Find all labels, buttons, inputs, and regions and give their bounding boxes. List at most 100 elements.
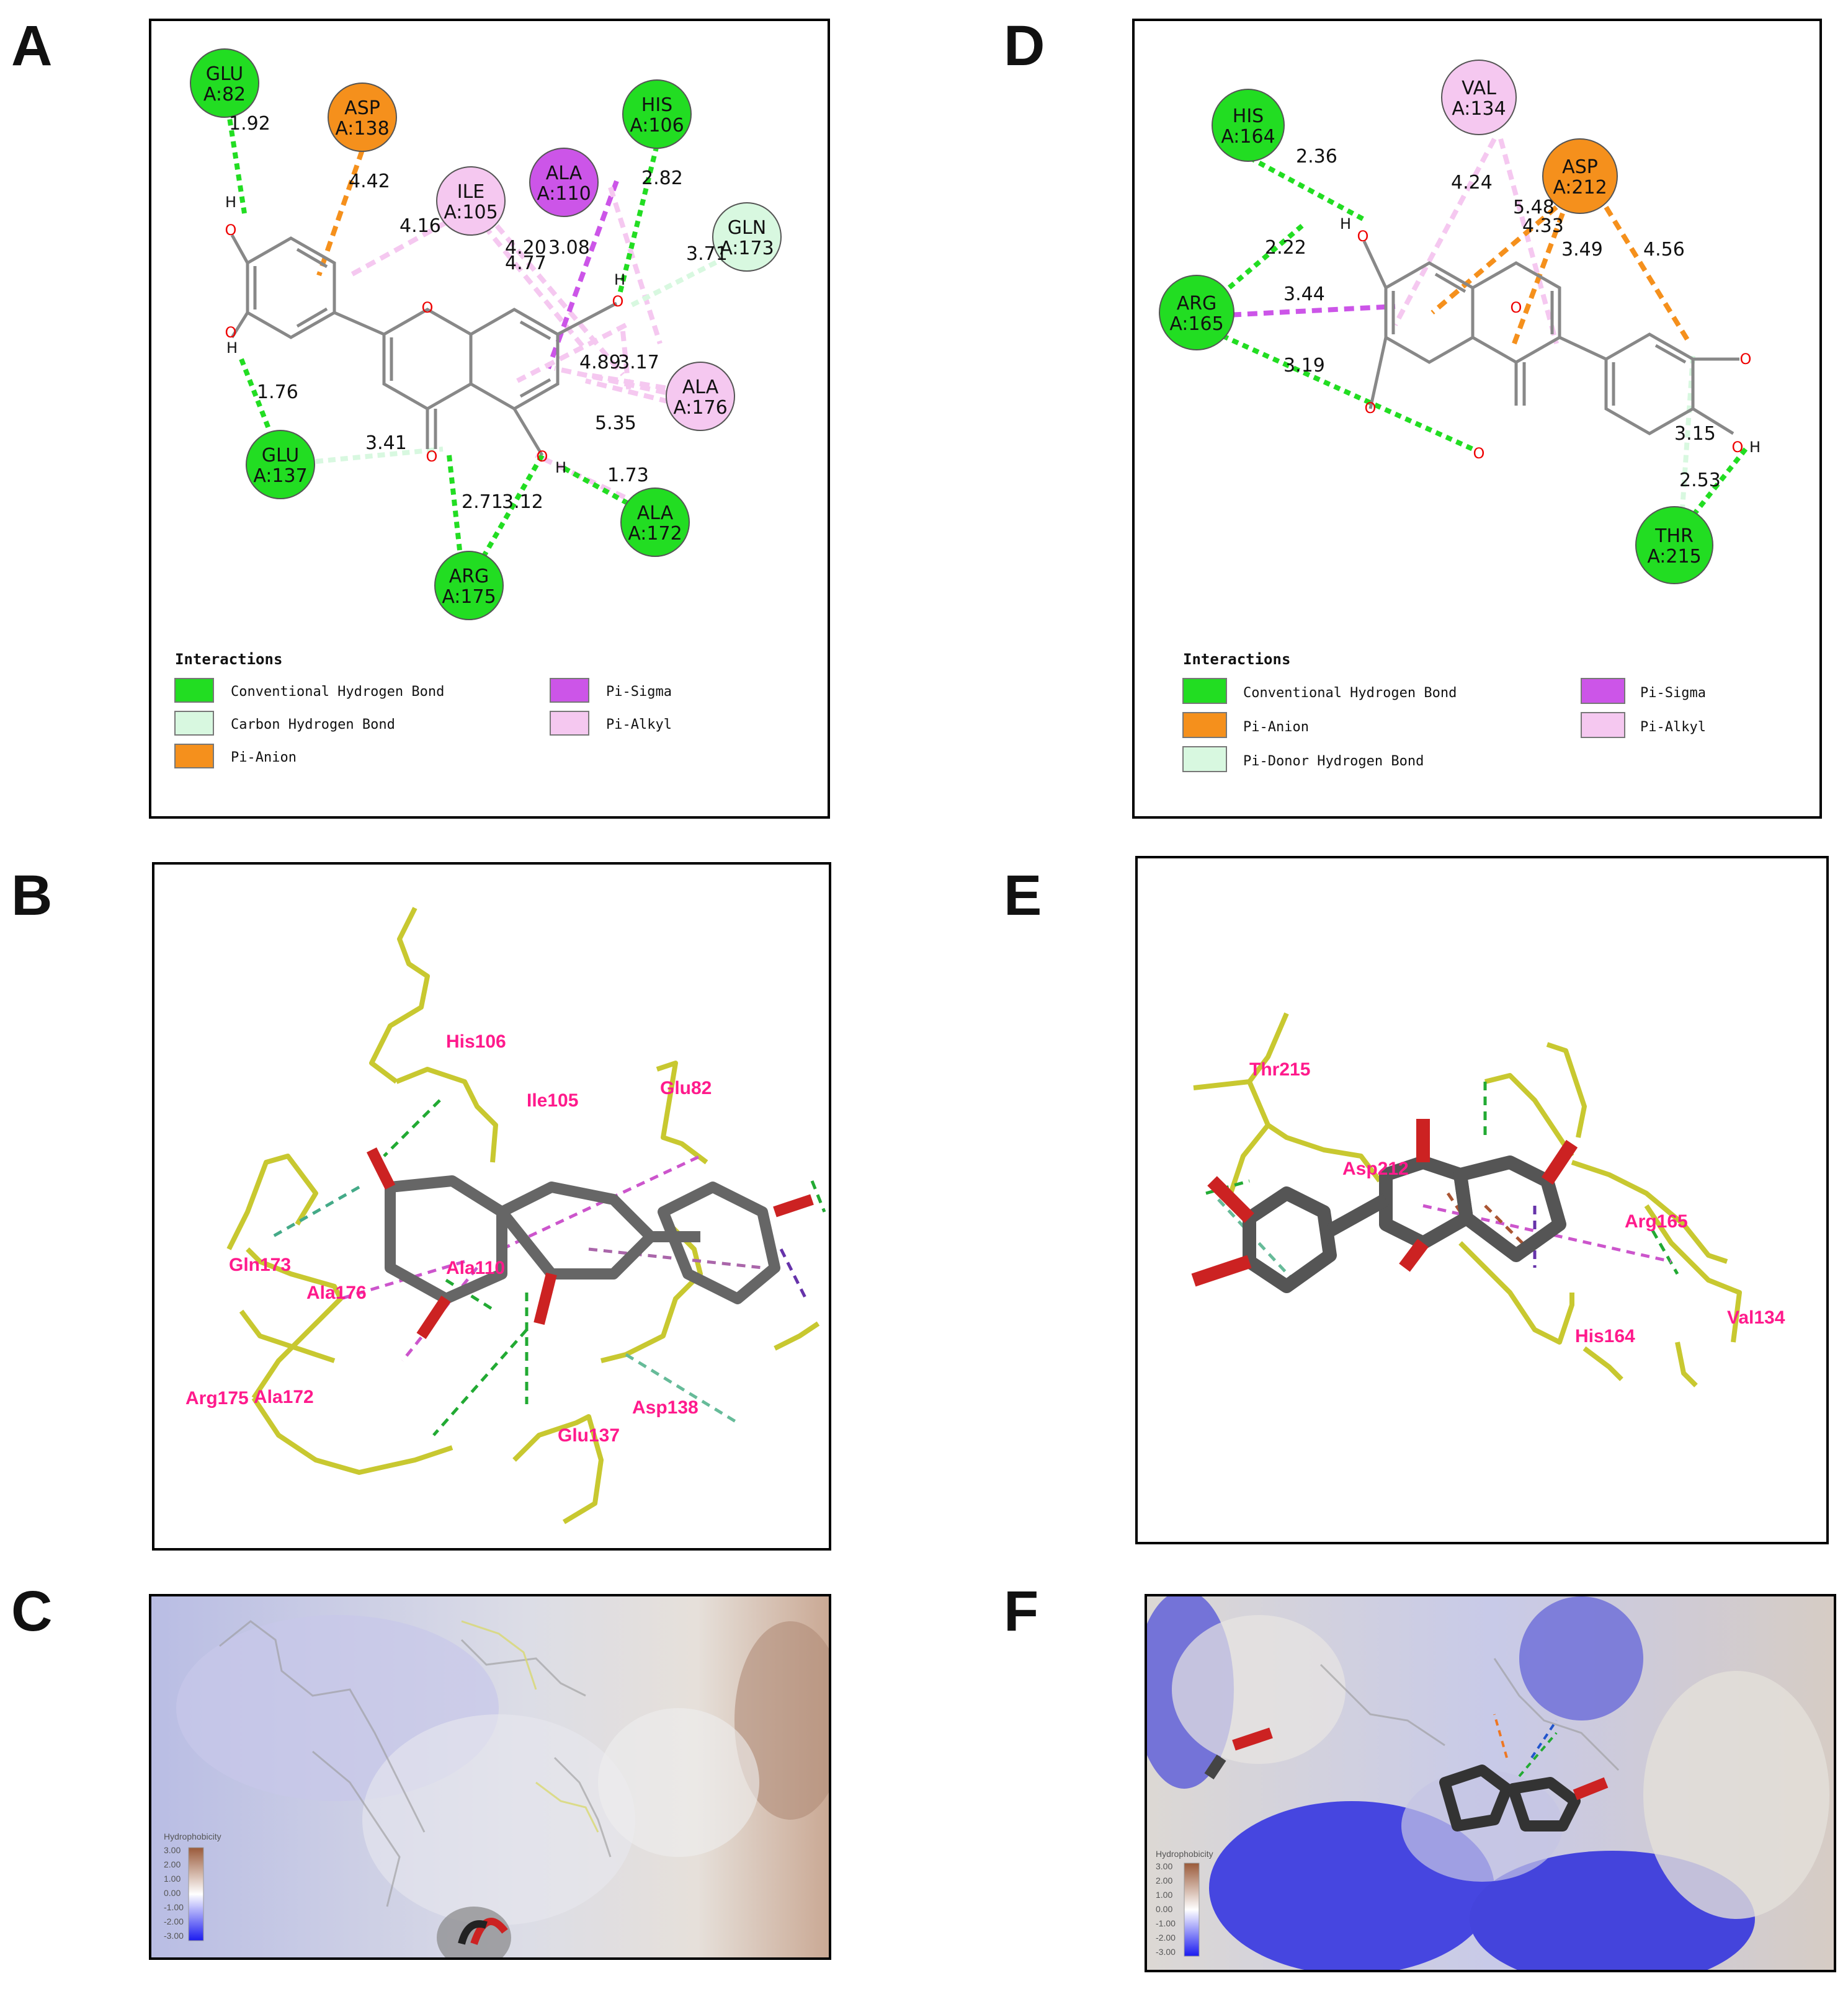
svg-text:ASP: ASP xyxy=(344,97,380,119)
protein-sticks xyxy=(1193,1012,1742,1387)
ligand-atoms: O H O H O O H O O H xyxy=(225,194,625,476)
faint-sticks xyxy=(1319,1658,1620,1771)
svg-text:A:106: A:106 xyxy=(630,115,684,136)
svg-text:Interactions: Interactions xyxy=(1183,651,1290,668)
ligand-sticks xyxy=(366,1147,814,1339)
panel-d-2d-interaction-diagram: O H O O O O O H HIS A:164 VAL A:134 ASP … xyxy=(1132,19,1822,819)
protein-sticks xyxy=(226,907,820,1524)
svg-text:Pi-Alkyl: Pi-Alkyl xyxy=(606,717,672,732)
svg-text:Conventional Hydrogen Bond: Conventional Hydrogen Bond xyxy=(1243,685,1457,701)
svg-text:A:137: A:137 xyxy=(253,465,307,487)
svg-text:O: O xyxy=(225,324,237,341)
svg-text:3.15: 3.15 xyxy=(1674,423,1716,445)
faint-sticks xyxy=(219,1620,612,1907)
svg-text:0.00: 0.00 xyxy=(164,1888,181,1898)
svg-text:Asp212: Asp212 xyxy=(1342,1159,1409,1179)
distance-labels: 2.36 4.24 5.48 4.33 2.22 3.49 4.56 3.44 … xyxy=(1265,146,1721,491)
svg-text:Arg165: Arg165 xyxy=(1625,1211,1688,1232)
svg-text:5.35: 5.35 xyxy=(595,412,636,434)
residue-asp212: ASP A:212 xyxy=(1542,138,1618,214)
residue-glu82: GLU A:82 xyxy=(190,48,259,118)
svg-text:-2.00: -2.00 xyxy=(1156,1933,1176,1943)
residue-ala172: ALA A:172 xyxy=(620,487,690,557)
svg-text:3.41: 3.41 xyxy=(365,432,407,454)
svg-text:1.00: 1.00 xyxy=(164,1874,181,1884)
svg-text:4.20: 4.20 xyxy=(505,237,547,259)
svg-text:3.17: 3.17 xyxy=(618,352,659,373)
svg-text:HIS: HIS xyxy=(1233,105,1264,127)
svg-text:Pi-Sigma: Pi-Sigma xyxy=(606,684,672,700)
svg-text:4.16: 4.16 xyxy=(400,215,441,237)
svg-text:A:176: A:176 xyxy=(673,397,727,419)
svg-text:O: O xyxy=(1357,228,1369,245)
ligand-sticks xyxy=(1191,1119,1578,1293)
svg-text:His164: His164 xyxy=(1575,1326,1635,1346)
residue-val134: VAL A:134 xyxy=(1441,60,1517,135)
svg-text:5.48: 5.48 xyxy=(1513,197,1555,218)
svg-text:H: H xyxy=(1340,215,1351,233)
svg-text:A:212: A:212 xyxy=(1553,177,1607,198)
distance-labels: 1.92 4.42 4.16 4.20 4.77 3.08 2.82 3.71 … xyxy=(229,113,728,513)
svg-text:HIS: HIS xyxy=(641,94,672,116)
residue-arg175: ARG A:175 xyxy=(434,551,504,620)
svg-text:Hydrophobicity: Hydrophobicity xyxy=(1156,1849,1213,1859)
panel-letter-c: C xyxy=(11,1580,53,1643)
svg-text:H: H xyxy=(555,459,566,476)
svg-text:1.76: 1.76 xyxy=(257,381,298,403)
svg-text:1.73: 1.73 xyxy=(607,465,649,486)
hbond-dashes xyxy=(1205,1082,1679,1288)
svg-text:1.00: 1.00 xyxy=(1156,1890,1172,1900)
svg-text:A:164: A:164 xyxy=(1221,126,1275,148)
faint-yellow-sticks xyxy=(461,1620,599,1833)
svg-text:O: O xyxy=(225,221,237,239)
residue-arg165: ARG A:165 xyxy=(1159,275,1234,350)
ligand-in-pocket xyxy=(458,1918,508,1945)
ligand-in-pocket xyxy=(1204,1727,1609,1832)
panel-letter-a: A xyxy=(11,14,53,78)
svg-text:Ile105: Ile105 xyxy=(527,1090,578,1111)
svg-text:2.00: 2.00 xyxy=(1156,1876,1172,1885)
svg-text:A:82: A:82 xyxy=(203,84,246,105)
svg-text:ALA: ALA xyxy=(546,162,583,184)
svg-text:ARG: ARG xyxy=(449,566,489,587)
svg-text:Pi-Sigma: Pi-Sigma xyxy=(1640,685,1706,701)
svg-text:O: O xyxy=(1473,445,1485,462)
svg-text:O: O xyxy=(1511,299,1522,316)
svg-text:A:110: A:110 xyxy=(537,183,591,205)
svg-text:4.24: 4.24 xyxy=(1451,172,1493,194)
svg-text:4.33: 4.33 xyxy=(1522,215,1564,237)
svg-text:-2.00: -2.00 xyxy=(164,1916,184,1926)
svg-text:GLU: GLU xyxy=(262,445,299,466)
svg-text:A:105: A:105 xyxy=(444,202,498,223)
svg-text:O: O xyxy=(537,448,548,465)
svg-text:ALA: ALA xyxy=(637,502,674,524)
svg-text:Val134: Val134 xyxy=(1727,1307,1785,1328)
svg-text:A:134: A:134 xyxy=(1452,98,1506,120)
svg-text:Pi-Donor Hydrogen Bond: Pi-Donor Hydrogen Bond xyxy=(1243,754,1424,769)
residue-ala176: ALA A:176 xyxy=(666,362,735,431)
residue-nodes: HIS A:164 VAL A:134 ASP A:212 ARG A:165 … xyxy=(1159,60,1713,584)
svg-text:A:172: A:172 xyxy=(628,523,682,545)
svg-text:VAL: VAL xyxy=(1462,78,1496,99)
svg-text:H: H xyxy=(226,339,238,357)
hbond-dashes xyxy=(1493,1714,1558,1778)
svg-text:H: H xyxy=(614,271,625,288)
panel-letter-b: B xyxy=(11,864,53,927)
svg-text:-3.00: -3.00 xyxy=(1156,1947,1176,1957)
svg-text:4.89: 4.89 xyxy=(579,352,621,373)
svg-text:A:215: A:215 xyxy=(1647,546,1701,567)
svg-text:2.82: 2.82 xyxy=(641,167,683,189)
residue-asp138: ASP A:138 xyxy=(328,82,397,152)
svg-text:Conventional Hydrogen Bond: Conventional Hydrogen Bond xyxy=(231,684,444,700)
svg-text:2.36: 2.36 xyxy=(1296,146,1337,167)
residue-nodes: GLU A:82 ASP A:138 HIS A:106 ILE A:105 A… xyxy=(190,48,782,620)
panel-letter-e: E xyxy=(1004,864,1042,927)
legend: Interactions Conventional Hydrogen Bond … xyxy=(1182,651,1706,772)
svg-text:Gln173: Gln173 xyxy=(229,1255,291,1275)
panel-letter-d: D xyxy=(1004,14,1045,78)
svg-text:A:173: A:173 xyxy=(720,238,774,259)
residue-ile105: ILE A:105 xyxy=(436,166,506,236)
svg-text:ALA: ALA xyxy=(682,376,719,398)
svg-text:-1.00: -1.00 xyxy=(1156,1918,1176,1928)
svg-text:4.77: 4.77 xyxy=(505,252,547,274)
